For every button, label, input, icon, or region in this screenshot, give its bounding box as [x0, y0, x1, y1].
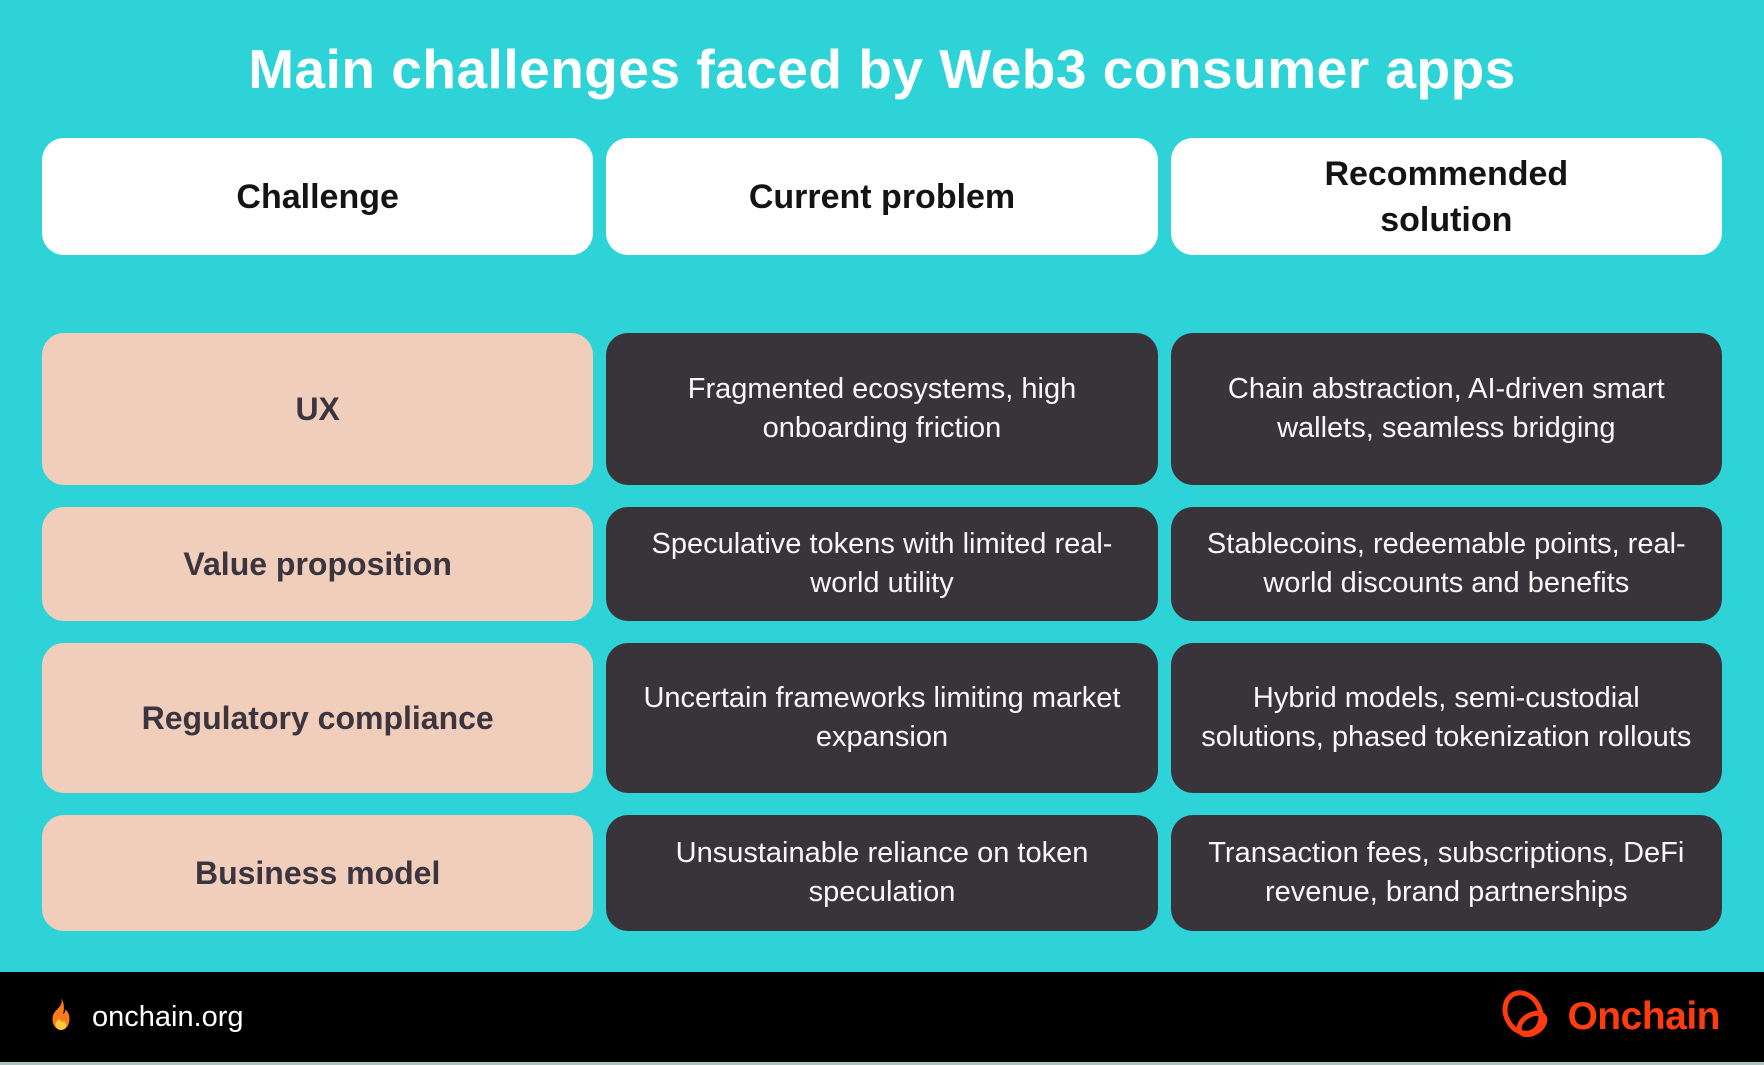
- brand-name: Onchain: [1567, 995, 1720, 1038]
- header-cell-recommended-solution: Recommended solution: [1170, 138, 1722, 255]
- challenge-label: Business model: [194, 855, 441, 891]
- challenge-label: Value proposition: [183, 546, 452, 582]
- header-cell-challenge: Challenge: [42, 138, 594, 255]
- problem-cell-regulatory-compliance: Uncertain frameworks limiting market exp…: [606, 643, 1158, 793]
- problem-cell-value-proposition: Speculative tokens with limited real-wor…: [606, 507, 1158, 621]
- header-label-recommended-solution: Recommended solution: [1324, 154, 1569, 239]
- solution-text: Transaction fees, subscriptions, DeFi re…: [1208, 837, 1685, 908]
- page-title: Main challenges faced by Web3 consumer a…: [248, 38, 1516, 100]
- table-header-row: Challenge Current problem Recommended so…: [42, 138, 1722, 255]
- onchain-logo: Onchain: [1498, 989, 1720, 1046]
- problem-text: Unsustainable reliance on token speculat…: [675, 837, 1089, 908]
- footer-bar: onchain.org Onchain: [0, 972, 1764, 1062]
- problem-text: Speculative tokens with limited real-wor…: [651, 528, 1113, 599]
- solution-text: Chain abstraction, AI-driven smart walle…: [1227, 373, 1665, 444]
- solution-cell-value-proposition: Stablecoins, redeemable points, real-wor…: [1170, 507, 1722, 621]
- challenge-cell-ux: UX: [42, 333, 594, 485]
- challenge-cell-business-model: Business model: [42, 815, 594, 931]
- challenge-cell-regulatory-compliance: Regulatory compliance: [42, 643, 594, 793]
- header-label-current-problem: Current problem: [748, 177, 1016, 216]
- problem-cell-ux: Fragmented ecosystems, high onboarding f…: [606, 333, 1158, 485]
- header-label-challenge: Challenge: [236, 177, 399, 216]
- problem-text: Fragmented ecosystems, high onboarding f…: [687, 373, 1077, 444]
- challenge-label: UX: [295, 391, 340, 427]
- onchain-knot-icon: [1498, 989, 1553, 1046]
- problem-text: Uncertain frameworks limiting market exp…: [643, 682, 1121, 753]
- solution-text: Hybrid models, semi-custodial solutions,…: [1201, 682, 1692, 753]
- challenge-label: Regulatory compliance: [141, 700, 494, 736]
- solution-cell-ux: Chain abstraction, AI-driven smart walle…: [1170, 333, 1722, 485]
- footer-left: onchain.org: [46, 997, 244, 1037]
- solution-cell-regulatory-compliance: Hybrid models, semi-custodial solutions,…: [1170, 643, 1722, 793]
- solution-text: Stablecoins, redeemable points, real-wor…: [1206, 528, 1686, 599]
- problem-cell-business-model: Unsustainable reliance on token speculat…: [606, 815, 1158, 931]
- bottom-strip: [0, 1062, 1764, 1065]
- header-cell-current-problem: Current problem: [606, 138, 1158, 255]
- table-body: UX Fragmented ecosystems, high onboardin…: [42, 333, 1722, 931]
- website-text: onchain.org: [92, 1000, 244, 1033]
- challenge-cell-value-proposition: Value proposition: [42, 507, 594, 621]
- flame-icon: [46, 997, 76, 1037]
- solution-cell-business-model: Transaction fees, subscriptions, DeFi re…: [1170, 815, 1722, 931]
